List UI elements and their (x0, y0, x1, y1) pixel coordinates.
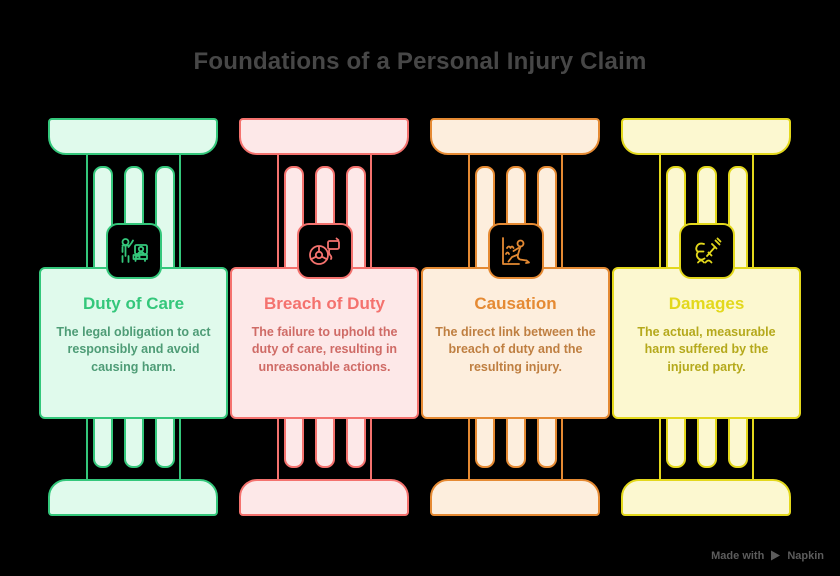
person-greeting-driver-icon (105, 223, 162, 279)
pillar-card: Causation The direct link between the br… (421, 267, 610, 419)
pillar-base (430, 479, 600, 516)
pillar-title: Causation (474, 294, 557, 313)
pillar-capital (48, 118, 218, 155)
napkin-watermark: Made with Napkin (711, 549, 824, 562)
pillar-description: The legal obligation to act responsibly … (56, 324, 211, 375)
pillar-title: Breach of Duty (264, 294, 385, 313)
pillar-description: The actual, measurable harm suffered by … (637, 324, 776, 375)
pillar-title: Damages (668, 294, 745, 313)
pillar-card: Breach of Duty The failure to uphold the… (230, 267, 419, 419)
pillar-duty-of-care[interactable]: Duty of Care The legal obligation to act… (38, 118, 229, 516)
watermark-prefix: Made with (711, 549, 765, 562)
page-title: Foundations of a Personal Injury Claim (193, 48, 647, 75)
pillar-base (621, 479, 791, 516)
broken-bone-syringe-icon (678, 223, 735, 279)
slip-and-fall-icon (487, 223, 544, 279)
pillar-capital (239, 118, 409, 155)
pillar-causation[interactable]: Causation The direct link between the br… (420, 118, 611, 516)
napkin-play-icon (769, 549, 782, 562)
watermark-brand: Napkin (787, 549, 824, 562)
pillar-description: The failure to uphold the duty of care, … (251, 324, 398, 375)
pillar-breach-of-duty[interactable]: Breach of Duty The failure to uphold the… (229, 118, 420, 516)
steering-wheel-phone-icon (296, 223, 353, 279)
pillar-card: Damages The actual, measurable harm suff… (612, 267, 801, 419)
pillar-base (48, 479, 218, 516)
pillar-capital (621, 118, 791, 155)
pillar-capital (430, 118, 600, 155)
pillar-card: Duty of Care The legal obligation to act… (39, 267, 228, 419)
pillars-row: Duty of Care The legal obligation to act… (0, 118, 840, 516)
pillar-description: The direct link between the breach of du… (435, 324, 596, 375)
pillar-base (239, 479, 409, 516)
pillar-damages[interactable]: Damages The actual, measurable harm suff… (611, 118, 802, 516)
pillar-title: Duty of Care (82, 294, 185, 313)
